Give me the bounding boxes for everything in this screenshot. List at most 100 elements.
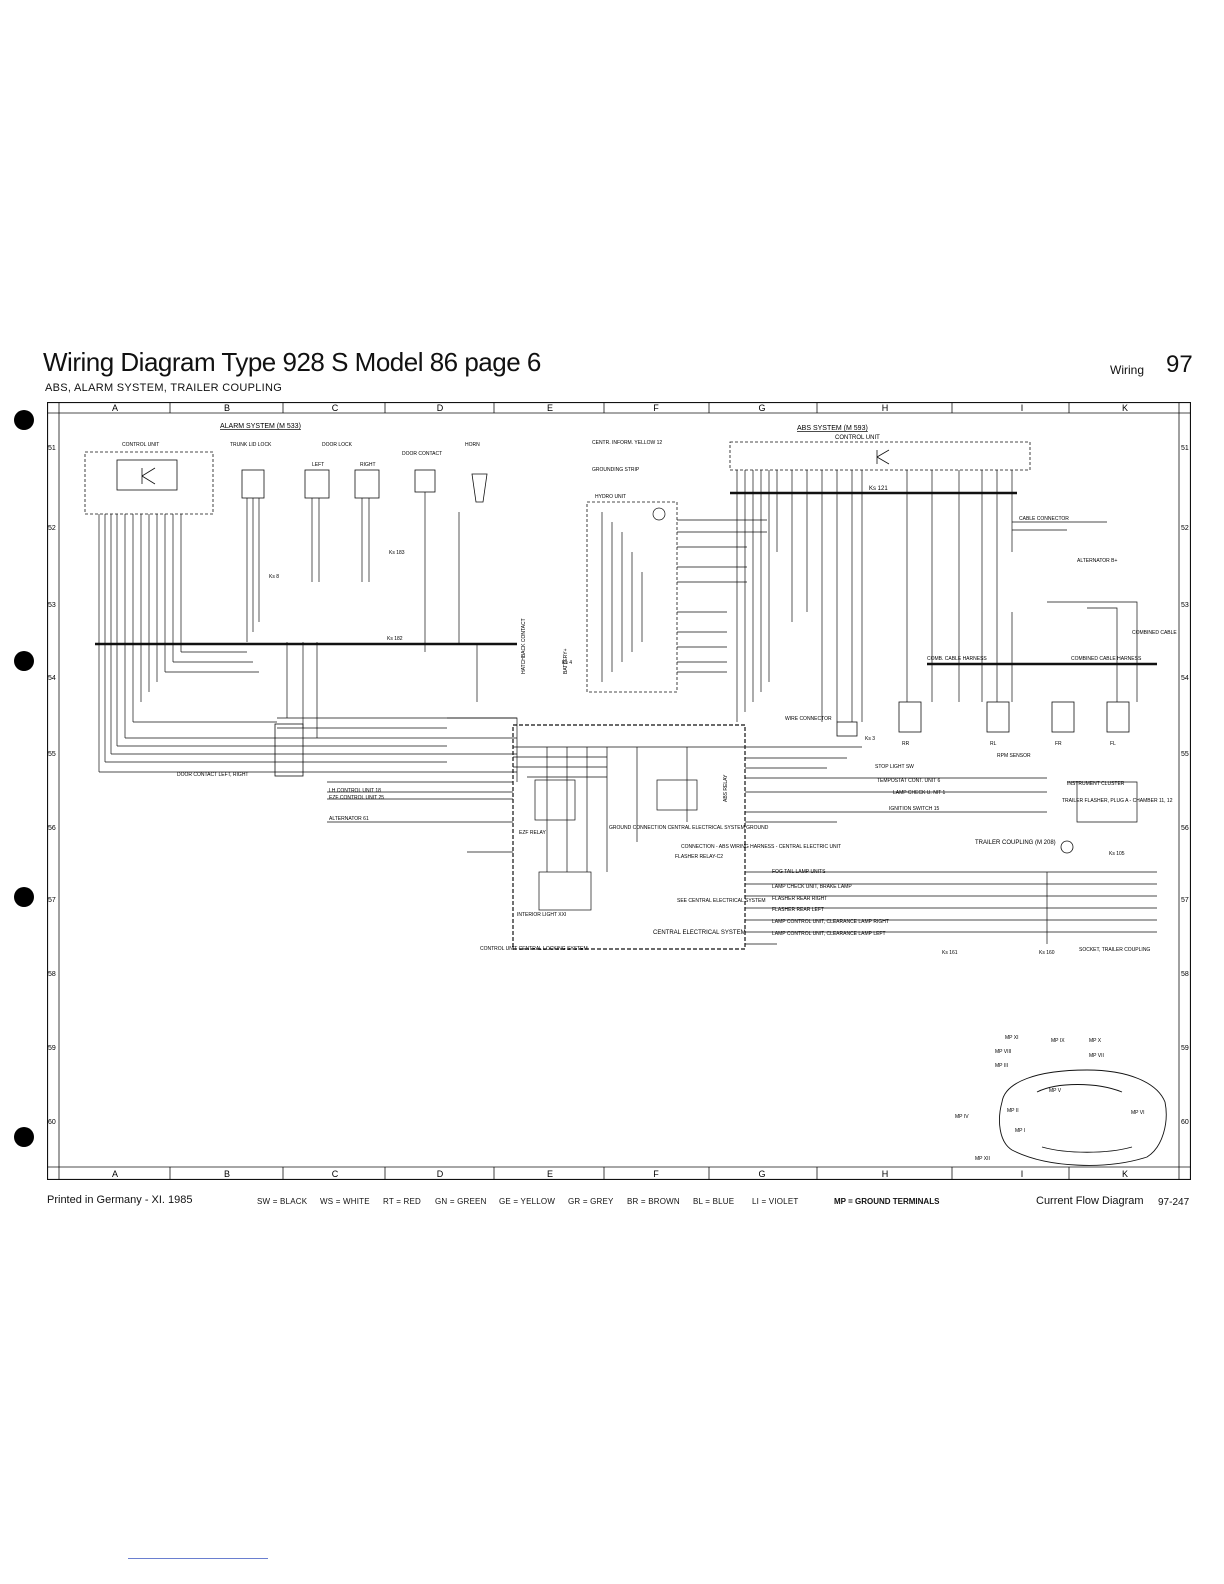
- ignition-label: IGNITION SWITCH 15: [889, 806, 940, 812]
- grid-column-label: E: [547, 403, 553, 413]
- see-central-label: SEE CENTRAL ELECTRICAL SYSTEM: [677, 898, 766, 904]
- lamp-check-brake-label: LAMP CHECK UNIT, BRAKE LAMP: [772, 884, 852, 890]
- trailer-flasher-label: TRAILER FLASHER, PLUG A - CHAMBER 11, 12: [1062, 798, 1173, 804]
- grid-column-label: K: [1122, 1169, 1128, 1179]
- wheel-rr-label: RR: [902, 741, 910, 747]
- ks-105-label: Ks 105: [1109, 851, 1125, 857]
- grid-row-label: 52: [48, 525, 56, 532]
- lh-control-unit-label: LH CONTROL UNIT 18: [329, 788, 381, 794]
- car-outline: [999, 1069, 1167, 1166]
- abs-system-label: ABS SYSTEM (M 593): [797, 425, 868, 432]
- ground-terminals-legend: MP = GROUND TERMINALS: [834, 1197, 940, 1206]
- grid-column-label: A: [112, 403, 118, 413]
- grid-row-label: 51: [48, 445, 56, 452]
- color-legend-li: LI = VIOLET: [752, 1197, 799, 1206]
- tempostat-label: TEMPOSTAT CONT. UNIT 6: [877, 778, 940, 784]
- grid-row-label: 59: [1181, 1045, 1189, 1052]
- punch-hole-3: [14, 887, 34, 907]
- flasher-rear-left-label: FLASHER REAR LEFT: [772, 907, 824, 913]
- clearance-right-label: LAMP CONTROL UNIT, CLEARANCE LAMP RIGHT: [772, 919, 889, 925]
- grid-column-label: A: [112, 1169, 118, 1179]
- grid-row-label: 54: [48, 675, 56, 682]
- mp-vi-label: MP VI: [1131, 1110, 1145, 1116]
- hydro-unit-label: HYDRO UNIT: [595, 494, 626, 500]
- color-legend-sw: SW = BLACK: [257, 1197, 308, 1206]
- trunk-lid-lock-label: TRUNK LID LOCK: [230, 442, 272, 448]
- wheel-rl-label: RL: [990, 741, 997, 747]
- instrument-cluster-label: INSTRUMENT CLUSTER: [1067, 781, 1125, 787]
- ks-4-label: Ks 4: [562, 660, 572, 666]
- mp-ix-label: MP IX: [1051, 1038, 1065, 1044]
- battery-label: BATTERY+: [563, 648, 569, 674]
- printed-note: Printed in Germany - XI. 1985: [47, 1194, 193, 1206]
- fog-tail-label: FOG TAIL LAMP UNITS: [772, 869, 826, 875]
- ezf-control-unit-label: EZF CONTROL UNIT 25: [329, 795, 384, 801]
- alternator-b-label: ALTERNATOR B+: [1077, 558, 1118, 564]
- ks-160-label: Ks 160: [1039, 950, 1055, 956]
- door-lock-label: DOOR LOCK: [322, 442, 353, 448]
- grid-row-label: 53: [1181, 602, 1189, 609]
- comb-cable-harness-label: COMB. CABLE HARNESS: [927, 656, 987, 662]
- interior-light-label: INTERIOR LIGHT XXI: [517, 912, 566, 918]
- grid-row-label: 58: [1181, 971, 1189, 978]
- color-legend-rt: RT = RED: [383, 1197, 421, 1206]
- alternator-61-label: ALTERNATOR 61: [329, 816, 369, 822]
- grid-column-label: I: [1021, 403, 1024, 413]
- trailer-coupling-label: TRAILER COUPLING (M 208): [975, 840, 1056, 846]
- mp-vii-label: MP VII: [1089, 1053, 1104, 1059]
- grid-row-label: 57: [1181, 897, 1189, 904]
- right-label: RIGHT: [360, 462, 376, 468]
- ezf-relay-label: EZF RELAY: [519, 830, 547, 836]
- grid-column-label: B: [224, 1169, 230, 1179]
- door-contact-lr-label: DOOR CONTACT LEFT, RIGHT: [177, 772, 248, 778]
- grid-row-label: 54: [1181, 675, 1189, 682]
- ks-183-label: Ks 183: [389, 550, 405, 556]
- central-electrical-label: CENTRAL ELECTRICAL SYSTEM: [653, 930, 746, 936]
- doc-type: Current Flow Diagram: [1036, 1195, 1144, 1207]
- socket-trailer-label: SOCKET, TRAILER COUPLING: [1079, 947, 1150, 953]
- grid-column-label: H: [882, 1169, 889, 1179]
- control-unit-locking-label: CONTROL UNIT CENTRAL LOCKING SYSTEM: [480, 946, 588, 952]
- grid-row-label: 53: [48, 602, 56, 609]
- ks-182-label: Ks 182: [387, 636, 403, 642]
- hatchback-contact-label: HATCHBACK CONTACT: [521, 618, 527, 674]
- grid-column-label: D: [437, 403, 444, 413]
- grid-row-label: 52: [1181, 525, 1189, 532]
- combined-cable-label: COMBINED CABLE: [1132, 630, 1177, 636]
- grid-row-label: 55: [48, 751, 56, 758]
- grid-row-label: 56: [1181, 825, 1189, 832]
- grid-column-label: G: [758, 1169, 765, 1179]
- ks-121-label: Ks 121: [869, 486, 888, 492]
- cable-connector-label: CABLE CONNECTOR: [1019, 516, 1069, 522]
- punch-hole-1: [14, 410, 34, 430]
- flasher-rear-right-label: FLASHER REAR RIGHT: [772, 896, 827, 902]
- wheel-fl-label: FL: [1110, 741, 1116, 747]
- clearance-left-label: LAMP CONTROL UNIT, CLEARANCE LAMP LEFT: [772, 931, 886, 937]
- alarm-control-unit-label: CONTROL UNIT: [122, 442, 159, 448]
- stop-light-label: STOP LIGHT SW: [875, 764, 914, 770]
- color-legend-br: BR = BROWN: [627, 1197, 680, 1206]
- mp-ii-label: MP II: [1007, 1108, 1019, 1114]
- grid-row-label: 57: [48, 897, 56, 904]
- mp-xii-label: MP XII: [975, 1156, 990, 1162]
- bottom-rule: [128, 1558, 268, 1559]
- punch-hole-2: [14, 651, 34, 671]
- centr-inform-label: CENTR. INFORM. YELLOW 12: [592, 440, 662, 446]
- alarm-system-label: ALARM SYSTEM (M 533): [220, 423, 301, 430]
- grid-column-label: E: [547, 1169, 553, 1179]
- abs-relay-label: ABS RELAY: [723, 774, 729, 802]
- rpm-sensor-label: RPM SENSOR: [997, 753, 1031, 759]
- grid-column-label: F: [653, 403, 659, 413]
- ks-3-label: Ks 3: [865, 736, 875, 742]
- mp-x-label: MP X: [1089, 1038, 1102, 1044]
- grid-row-label: 55: [1181, 751, 1189, 758]
- connection-abs-label: CONNECTION - ABS WIRING HARNESS - CENTRA…: [681, 844, 841, 850]
- section-label: Wiring: [1110, 363, 1145, 377]
- grid-column-label: B: [224, 403, 230, 413]
- color-legend-gn: GN = GREEN: [435, 1197, 487, 1206]
- grid-column-label: K: [1122, 403, 1128, 413]
- color-legend-ws: WS = WHITE: [320, 1197, 370, 1206]
- page-subtitle: ABS, ALARM SYSTEM, TRAILER COUPLING: [45, 382, 283, 394]
- grid-column-label: H: [882, 403, 889, 413]
